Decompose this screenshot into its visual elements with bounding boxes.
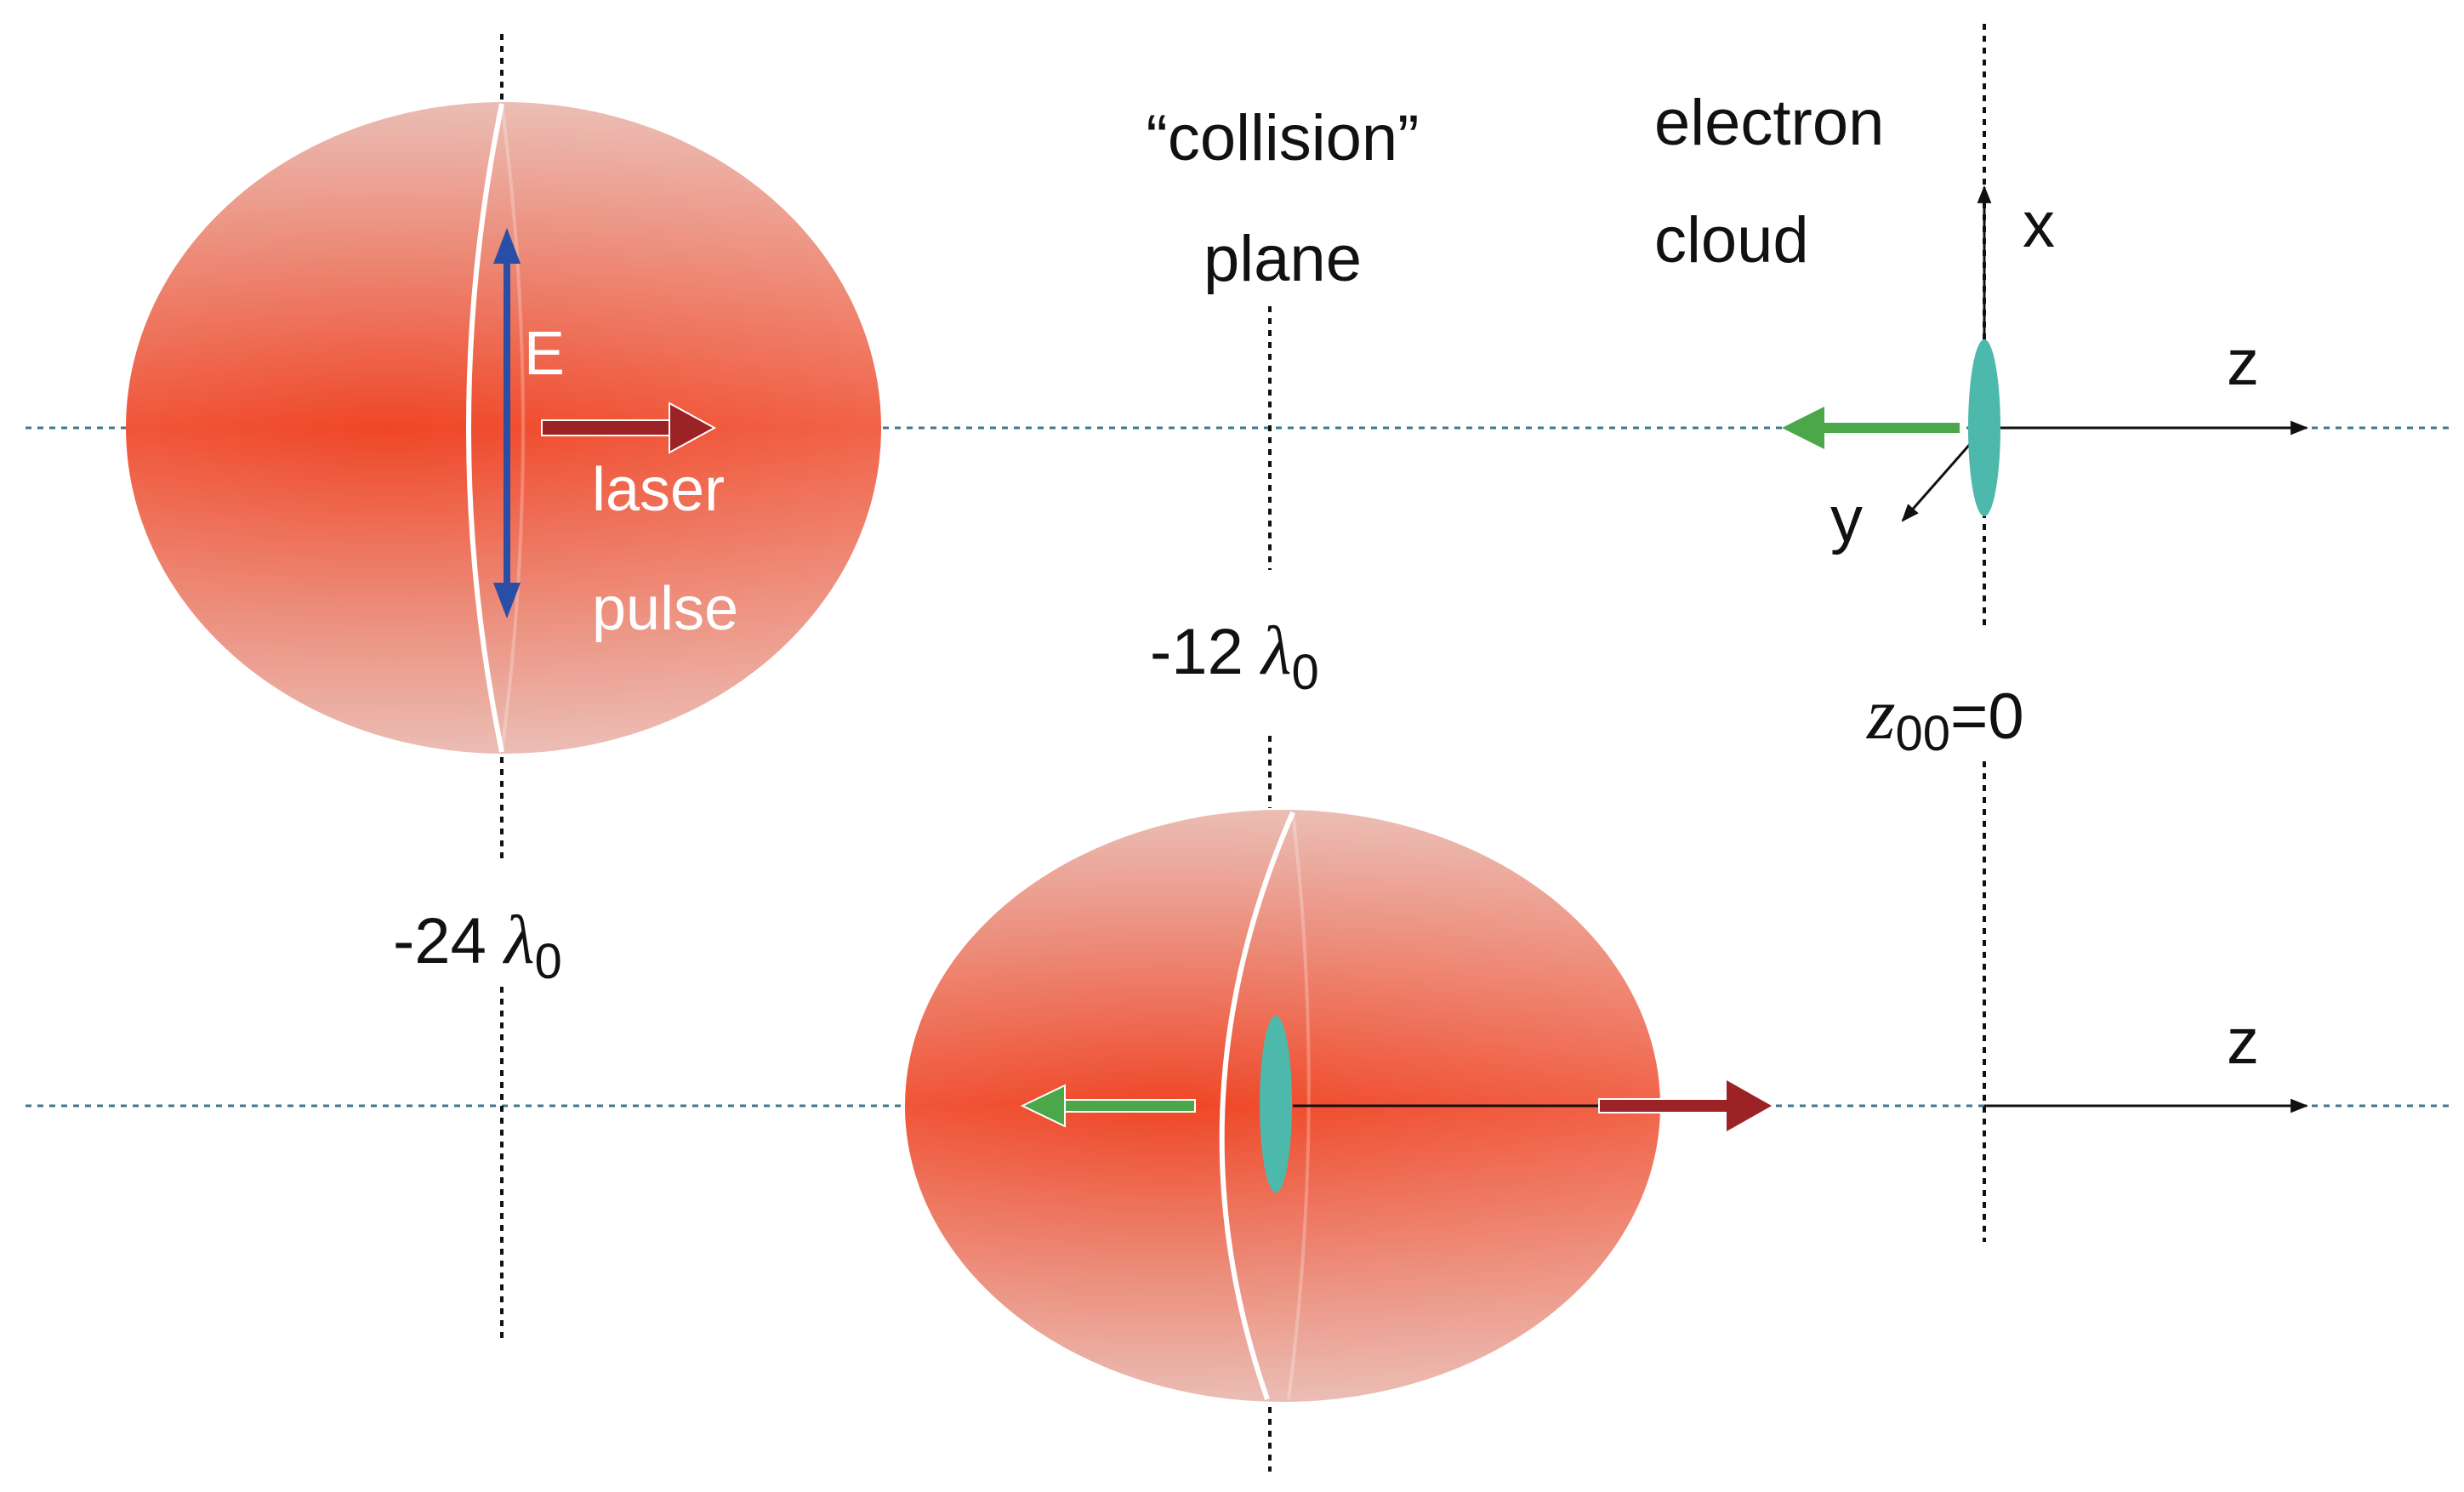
plane-label: plane [1204, 223, 1362, 295]
electron-direction-arrow-collision [1020, 1084, 1196, 1128]
axis-x-label: x [2023, 189, 2055, 261]
position-label-origin: z00=0 [1866, 673, 2024, 761]
pulse-cross-section-initial [466, 103, 504, 753]
electron-label: electron [1654, 87, 1884, 159]
pulse-cross-section-back-initial [500, 103, 525, 753]
electron-cloud-collision [1260, 1016, 1292, 1193]
axis-z-top-label: z [2227, 327, 2259, 399]
axis-y-label: y [1830, 483, 1863, 555]
field-arrow [493, 228, 521, 618]
collision-label: “collision” [1147, 102, 1420, 174]
laser-direction-arrow-collision [1598, 1080, 1772, 1131]
pulse-label: pulse [592, 575, 738, 643]
y-axis [1901, 441, 1973, 522]
laser-label: laser [592, 456, 725, 524]
position-label-left: -24 λ0 [393, 901, 562, 989]
pulse-cross-section-collision [1219, 811, 1295, 1400]
electron-cloud-initial [1968, 339, 2000, 516]
electron-direction-arrow-initial [1782, 407, 1961, 449]
cloud-label: cloud [1654, 204, 1809, 276]
field-label: E [524, 320, 565, 388]
laser-direction-arrow-initial [541, 401, 717, 454]
position-label-middle: -12 λ0 [1150, 612, 1319, 700]
axis-z-bottom-label: z [2227, 1005, 2259, 1078]
